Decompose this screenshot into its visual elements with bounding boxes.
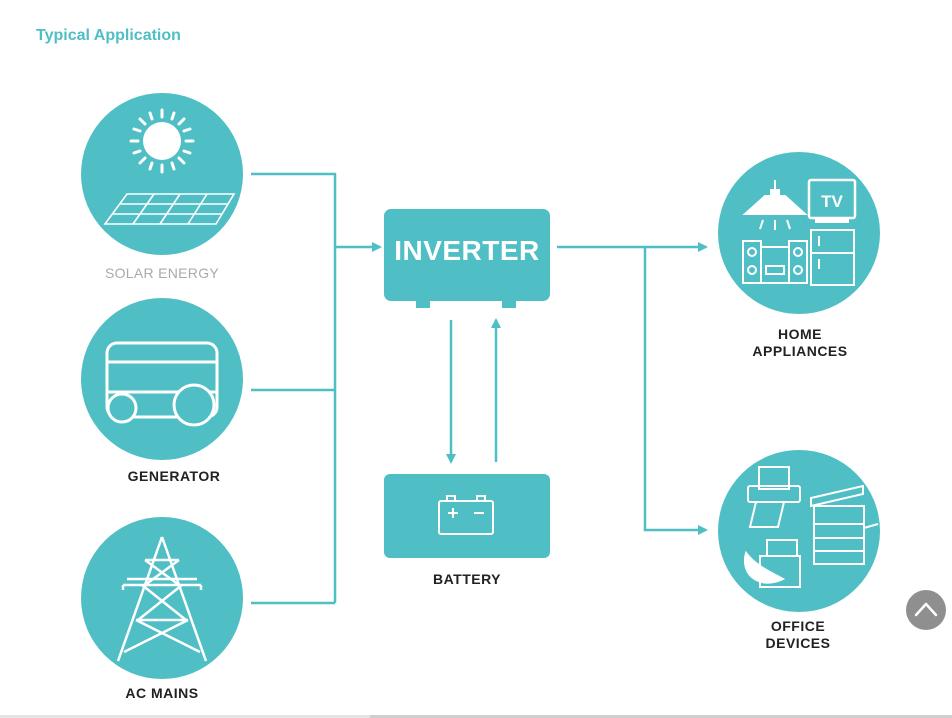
office-branch-arrow xyxy=(643,247,708,535)
office-devices-label-line1: OFFICE xyxy=(770,618,826,634)
inverter-label: INVERTER xyxy=(394,235,540,266)
generator-node xyxy=(81,298,243,460)
battery-label: BATTERY xyxy=(432,571,502,587)
home-appliances-node: TV xyxy=(718,152,880,314)
solar-connector xyxy=(251,172,337,603)
office-devices-label-line2: DEVICES xyxy=(765,635,831,651)
stereo-icon xyxy=(742,240,808,284)
tv-icon: TV xyxy=(807,178,857,223)
ac-mains-node xyxy=(81,517,243,679)
power-tower-icon xyxy=(116,536,208,662)
home-appliances-label: HOME APPLIANCES xyxy=(720,326,880,360)
sun-icon xyxy=(129,108,195,174)
battery-icon xyxy=(438,495,494,535)
office-devices-node xyxy=(718,450,880,612)
lamp-icon xyxy=(742,180,808,230)
generator-label: GENERATOR xyxy=(127,468,221,484)
chevron-up-icon xyxy=(914,602,938,617)
office-devices-label: OFFICE DEVICES xyxy=(718,618,878,652)
copier-icon xyxy=(810,484,879,565)
svg-text:TV: TV xyxy=(821,192,843,211)
page-title: Typical Application xyxy=(36,27,181,44)
ac-mains-label: AC MAINS xyxy=(125,685,199,701)
home-appliances-label-line2: APPLIANCES xyxy=(752,343,848,359)
inverter-node xyxy=(384,209,550,308)
home-appliances-label-line1: HOME xyxy=(778,326,822,342)
solar-energy-label: SOLAR ENERGY xyxy=(104,265,220,281)
connectors xyxy=(251,172,708,605)
fridge-icon xyxy=(810,229,855,286)
solar-panel-icon xyxy=(103,193,236,225)
scroll-to-top-button[interactable] xyxy=(906,590,946,630)
solar-energy-node xyxy=(81,93,243,255)
generator-icon xyxy=(105,341,219,427)
printer-icon xyxy=(747,466,801,528)
fax-icon xyxy=(743,539,801,588)
bottom-divider xyxy=(0,715,952,718)
battery-node xyxy=(384,474,550,558)
